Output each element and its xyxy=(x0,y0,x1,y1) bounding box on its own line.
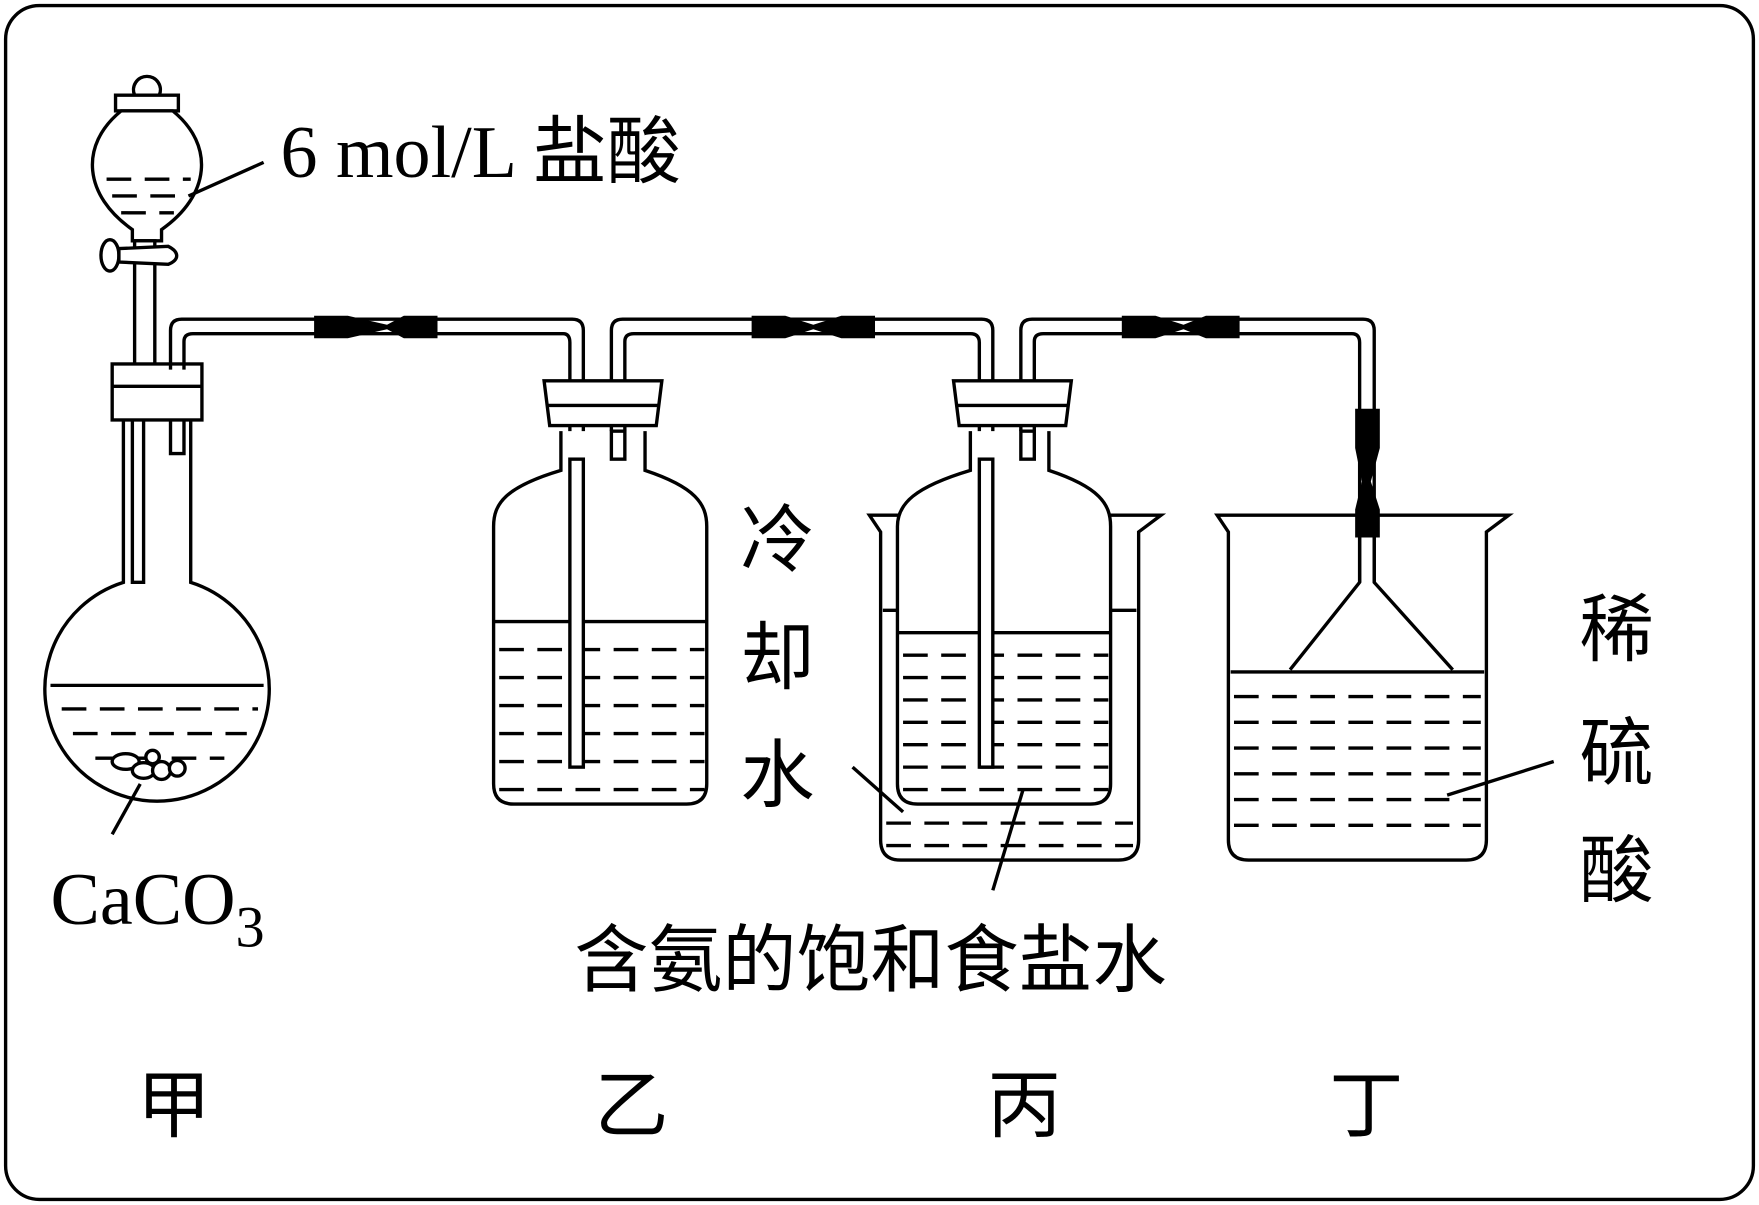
label-dilute-sulfuric-acid-3: 酸 xyxy=(1580,828,1654,914)
reaction-bottle-bing xyxy=(866,379,1167,862)
round-bottom-flask xyxy=(43,362,271,803)
label-ding: 丁 xyxy=(1329,1063,1403,1149)
beaker-ding xyxy=(1214,513,1514,862)
frame-border xyxy=(3,3,1756,1202)
rubber-connectors xyxy=(314,315,1380,538)
glass-tubing xyxy=(168,317,1376,769)
wash-bottle-yi xyxy=(491,379,709,806)
label-ammoniated-brine: 含氨的饱和食盐水 xyxy=(574,918,1166,1004)
label-dilute-sulfuric-acid-1: 稀 xyxy=(1580,587,1654,673)
label-dilute-sulfuric-acid-2: 硫 xyxy=(1580,710,1654,796)
label-cooling-water-1: 冷 xyxy=(740,498,814,584)
label-yi: 乙 xyxy=(595,1063,669,1149)
label-bing: 丙 xyxy=(987,1063,1061,1149)
label-jia: 甲 xyxy=(137,1063,211,1149)
separatory-funnel xyxy=(90,74,204,372)
label-cooling-water-2: 却 xyxy=(740,615,814,701)
caco3-solid xyxy=(110,748,187,782)
label-hydrochloric-acid: 6 mol/L 盐酸 xyxy=(280,112,680,194)
label-cooling-water-3: 水 xyxy=(740,733,814,819)
label-caco3: CaCO3 xyxy=(50,859,264,959)
